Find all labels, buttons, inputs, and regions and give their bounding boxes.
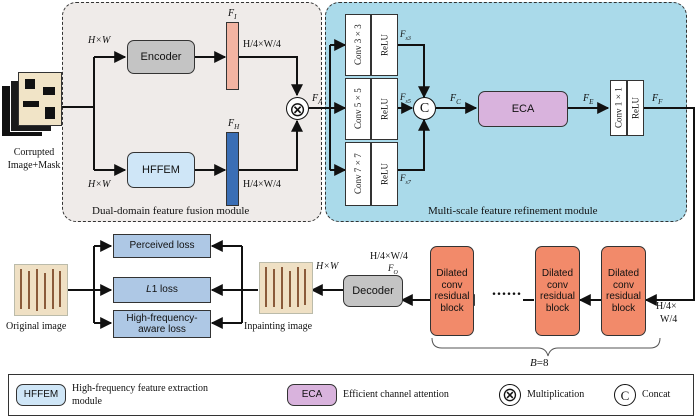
concat-symbol: C [413, 97, 436, 120]
hf-aware-loss-box: High-frequency- aware loss [113, 310, 211, 338]
label-fh: FH [228, 119, 239, 131]
legend-multiply-desc: Multiplication [527, 389, 585, 400]
legend-hffem-swatch: HFFEM [16, 384, 66, 406]
label-fa: FA [312, 94, 322, 106]
conv3-block: Conv 3×3 ReLU [345, 14, 398, 76]
hffem-block: HFFEM [127, 152, 195, 188]
label-fa-sub: A [318, 98, 323, 106]
b-count-label: B=8 [530, 358, 548, 369]
conv1x1-block: Conv 1×1 ReLU [610, 80, 644, 136]
feature-bar-fh [226, 132, 239, 206]
corrupted-image-layer-front [18, 72, 62, 126]
hf-aware-loss-line2: aware loss [138, 324, 186, 335]
conv7-block: Conv 7×7 ReLU [345, 142, 398, 206]
legend-multiply-icon: ⊗ [499, 384, 521, 406]
label-fh-sub: H [234, 123, 240, 131]
dual-domain-module-title: Dual-domain feature fusion module [92, 205, 250, 217]
label-fs5-sub: s5 [405, 98, 411, 105]
label-ff-sub: F [658, 98, 663, 106]
conv1x1-relu: ReLU [627, 80, 644, 136]
label-fs7: Fs7 [400, 174, 411, 186]
label-fe-main: F [583, 93, 590, 104]
label-fs3-main: F [400, 29, 406, 39]
label-fo-sub: O [393, 269, 398, 276]
label-fc: FC [450, 94, 461, 106]
dilated-block-3: Dilated conv residual block [601, 246, 646, 336]
legend-eca-swatch: ECA [287, 384, 337, 406]
dilated-block-2: Dilated conv residual block [535, 246, 580, 336]
dim-right-line1: H/4× [656, 301, 677, 312]
dim-encoder-out: H/4×W/4 [243, 39, 281, 50]
label-fs3-sub: s3 [405, 35, 411, 42]
input-label-line1: Corrupted [13, 147, 55, 158]
conv5-block: Conv 5×5 ReLU [345, 78, 398, 140]
label-fs5-main: F [400, 92, 406, 102]
decoder-block: Decoder [343, 275, 403, 307]
conv3-label: Conv 3×3 [345, 14, 371, 76]
legend-hffem-desc-line1: High-frequency feature extraction [72, 383, 209, 394]
label-fh-main: F [228, 118, 235, 129]
label-fe-sub: E [589, 98, 594, 106]
label-ff-main: F [652, 93, 659, 104]
label-fs5: Fs5 [400, 93, 411, 105]
inpainting-image-label: Inpainting image [244, 321, 313, 332]
b-count-var: B [530, 357, 537, 369]
legend-box [8, 374, 694, 416]
feature-bar-fi [226, 22, 239, 90]
multiscale-module-title: Multi-scale feature refinement module [428, 205, 598, 217]
label-fa-main: F [312, 93, 319, 104]
dilated-block-1: Dilated conv residual block [430, 246, 474, 336]
label-fs7-main: F [400, 173, 406, 183]
inpainting-image [259, 262, 313, 314]
legend-hffem-desc-line2: module [72, 396, 102, 407]
conv5-relu: ReLU [371, 78, 398, 140]
dilated-ellipsis: ...... [492, 282, 522, 299]
conv3-relu: ReLU [371, 14, 398, 76]
label-fi: FI [228, 9, 236, 21]
label-fs7-sub: s7 [405, 179, 411, 186]
label-fi-sub: I [234, 13, 237, 21]
label-ff: FF [652, 94, 662, 106]
original-image [14, 264, 68, 316]
corrupted-image-stack [2, 72, 62, 142]
label-fo: FO [388, 264, 398, 276]
perceived-loss-box: Perceived loss [113, 234, 211, 258]
label-fi-main: F [228, 8, 235, 19]
conv5-label: Conv 5×5 [345, 78, 371, 140]
l1-loss-text: 1 loss [151, 284, 178, 296]
dim-decoder-out: H×W [316, 261, 339, 272]
input-size-top: H×W [88, 35, 111, 46]
label-fe: FE [583, 94, 593, 106]
input-size-bottom: H×W [88, 179, 111, 190]
conv1x1-label: Conv 1×1 [610, 80, 627, 136]
legend-concat-desc: Concat [642, 389, 671, 400]
dim-hffem-out: H/4×W/4 [243, 179, 281, 190]
eca-block: ECA [478, 91, 568, 127]
legend-concat-icon: C [614, 384, 636, 406]
input-label-line2: Image+Mask [7, 160, 61, 171]
label-fo-main: F [388, 263, 394, 273]
original-image-label: Original image [6, 321, 67, 332]
hf-aware-loss-line1: High-frequency- [126, 313, 198, 324]
conv7-relu: ReLU [371, 142, 398, 206]
legend-eca-desc: Efficient channel attention [343, 389, 449, 400]
label-fc-sub: C [456, 98, 461, 106]
encoder-block: Encoder [127, 40, 195, 74]
dim-right-line2: W/4 [660, 314, 678, 325]
b-count-value: =8 [536, 357, 549, 369]
label-fc-main: F [450, 93, 457, 104]
multiplication-symbol: ⊗ [286, 97, 309, 120]
conv7-label: Conv 7×7 [345, 142, 371, 206]
label-fs3: Fs3 [400, 30, 411, 42]
dim-decoder-in: H/4×W/4 [370, 251, 408, 262]
l1-loss-symbol: L [146, 284, 152, 296]
